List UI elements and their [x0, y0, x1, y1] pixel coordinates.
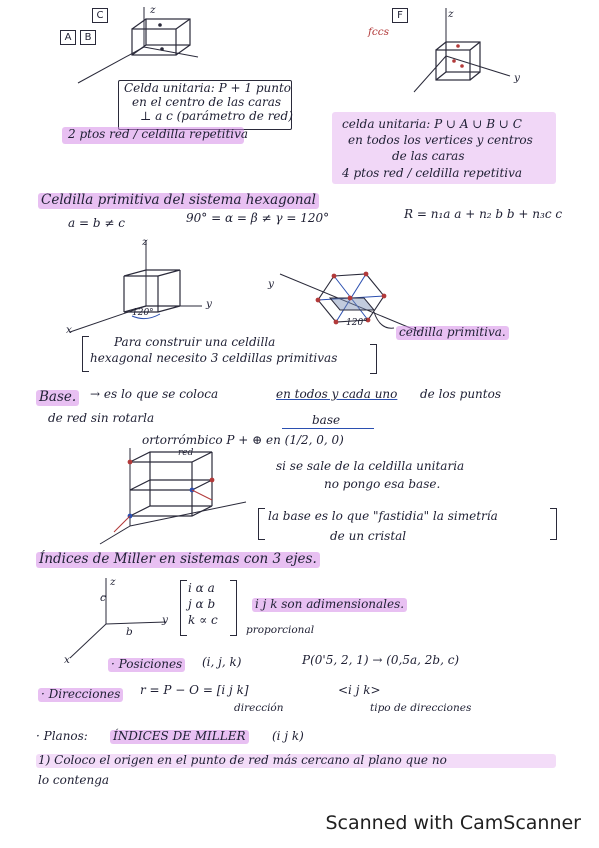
planes-val: (i j k)	[272, 729, 304, 743]
hex-primitive-axis-y: y	[268, 278, 274, 290]
base-bracket-line1: la base es lo que "fastidia" la simetría	[268, 509, 498, 523]
miller-axis-b: b	[126, 626, 133, 638]
miller-axis-x: x	[64, 654, 70, 666]
hex-title: Celdilla primitiva del sistema hexagonal	[38, 192, 319, 209]
cell-f-highlight	[332, 112, 556, 184]
hex-vector: R = n₁a a + n₂ b b + n₃c c	[404, 207, 563, 221]
miller-axes-diagram	[69, 578, 167, 659]
hex-axis-y: y	[206, 298, 212, 310]
directions-val: r = P − O = [i j k]	[140, 683, 249, 697]
matrix-bracket-right	[230, 580, 237, 636]
hex-angle-label-1: 120°	[132, 308, 154, 318]
cell-f-line3: de las caras	[392, 149, 465, 163]
cell-f-line1: celda unitaria: P ∪ A ∪ B ∪ C	[342, 117, 522, 131]
planes-label: · Planos:	[36, 729, 88, 743]
hex-axis-z: z	[142, 236, 148, 248]
hex-cond2: 90° = α = β ≠ γ = 120°	[186, 211, 330, 225]
axis-z-label-f: z	[448, 8, 454, 20]
hex-cond1: a = b ≠ c	[68, 216, 125, 230]
hex-primitive-label: celdilla primitiva.	[396, 325, 509, 340]
hex-cell-axes-diagram	[69, 240, 202, 333]
base-word: base	[312, 413, 341, 427]
matrix-bracket-left	[180, 580, 187, 636]
base-underline	[282, 428, 374, 429]
hex-primitive-diagram	[279, 271, 421, 333]
hex-note-bracket-right	[370, 344, 377, 374]
cell-c-line3: ⊥ a c (parámetro de red)	[140, 109, 293, 123]
label-a-box: A	[60, 30, 76, 45]
miller-title: Índices de Miller en sistemas con 3 ejes…	[36, 551, 320, 568]
miller-dimless: i j k son adimensionales.	[252, 597, 408, 612]
label-f-box: F	[392, 8, 408, 23]
directions-label: · Direcciones	[38, 687, 124, 702]
family-label: tipo de direcciones	[370, 702, 472, 714]
cell-c-line4: 2 ptos red / celdilla repetitiva	[68, 127, 249, 141]
axis-z-label: z	[150, 4, 156, 16]
positions-val: (i, j, k)	[202, 655, 242, 669]
label-b-box: B	[80, 30, 96, 45]
matrix-row2: j α b	[188, 597, 216, 611]
cell-f-line2: en todos los vertices y centros	[348, 133, 533, 147]
scanner-watermark: Scanned with CamScanner	[325, 812, 581, 834]
matrix-row1: i α a	[188, 581, 215, 595]
hex-note-line1: Para construir una celdilla	[114, 335, 276, 349]
miller-axis-c: c	[100, 592, 106, 604]
hex-angle-label-2: 120°	[346, 318, 368, 328]
label-fcc: fccs	[368, 26, 390, 38]
positions-label: · Posiciones	[108, 657, 186, 672]
hex-note-bracket-left	[82, 336, 89, 372]
base-note1: si se sale de la celdilla unitaria	[276, 459, 465, 473]
family-notation: <i j k>	[338, 683, 381, 697]
base-title: Base.	[36, 389, 80, 406]
cell-f-line4: 4 ptos red / celdilla repetitiva	[342, 166, 523, 180]
base-bracket-right	[550, 508, 557, 540]
positions-example: P(0'5, 2, 1) → (0,5a, 2b, c)	[302, 653, 460, 667]
base-note2: no pongo esa base.	[324, 477, 441, 491]
base-line2: de red sin rotarla	[48, 411, 155, 425]
base-ortho: ortorrómbico P + ⊕ en (1/2, 0, 0)	[142, 433, 344, 447]
cell-c-line2: en el centro de las caras	[132, 95, 282, 109]
hex-axis-x: x	[66, 324, 72, 336]
step1-line-a: 1) Coloco el origen en el punto de red m…	[38, 753, 447, 767]
axis-y-label-f: y	[514, 72, 520, 84]
hex-note-line2: hexagonal necesito 3 celdillas primitiva…	[90, 351, 338, 365]
base-red-label: red	[178, 448, 194, 458]
cubic-cell-f-diagram	[413, 8, 511, 93]
cell-c-highlight	[62, 127, 244, 144]
orthorhombic-base-diagram	[99, 448, 247, 545]
miller-proportional: proporcional	[246, 624, 315, 636]
step1-line-b: lo contenga	[38, 773, 110, 787]
base-bracket-line2: de un cristal	[330, 529, 407, 543]
miller-axis-y: y	[162, 614, 168, 626]
base-line1-a: → es lo que se coloca	[90, 387, 219, 401]
cubic-cell-c-diagram	[77, 7, 199, 84]
label-c-box: C	[92, 8, 108, 23]
matrix-row3: k ∝ c	[188, 613, 218, 627]
base-line1-b: en todos y cada uno	[276, 387, 398, 401]
cell-c-line1: Celda unitaria: P + 1 punto	[124, 81, 292, 95]
miller-axis-z: z	[110, 576, 116, 588]
step1-highlight	[36, 754, 556, 768]
planes-title: ÍNDICES DE MILLER	[110, 729, 249, 744]
base-line1-c: de los puntos	[420, 387, 501, 401]
base-bracket-left	[258, 508, 265, 540]
direction-word: dirección	[234, 702, 284, 714]
